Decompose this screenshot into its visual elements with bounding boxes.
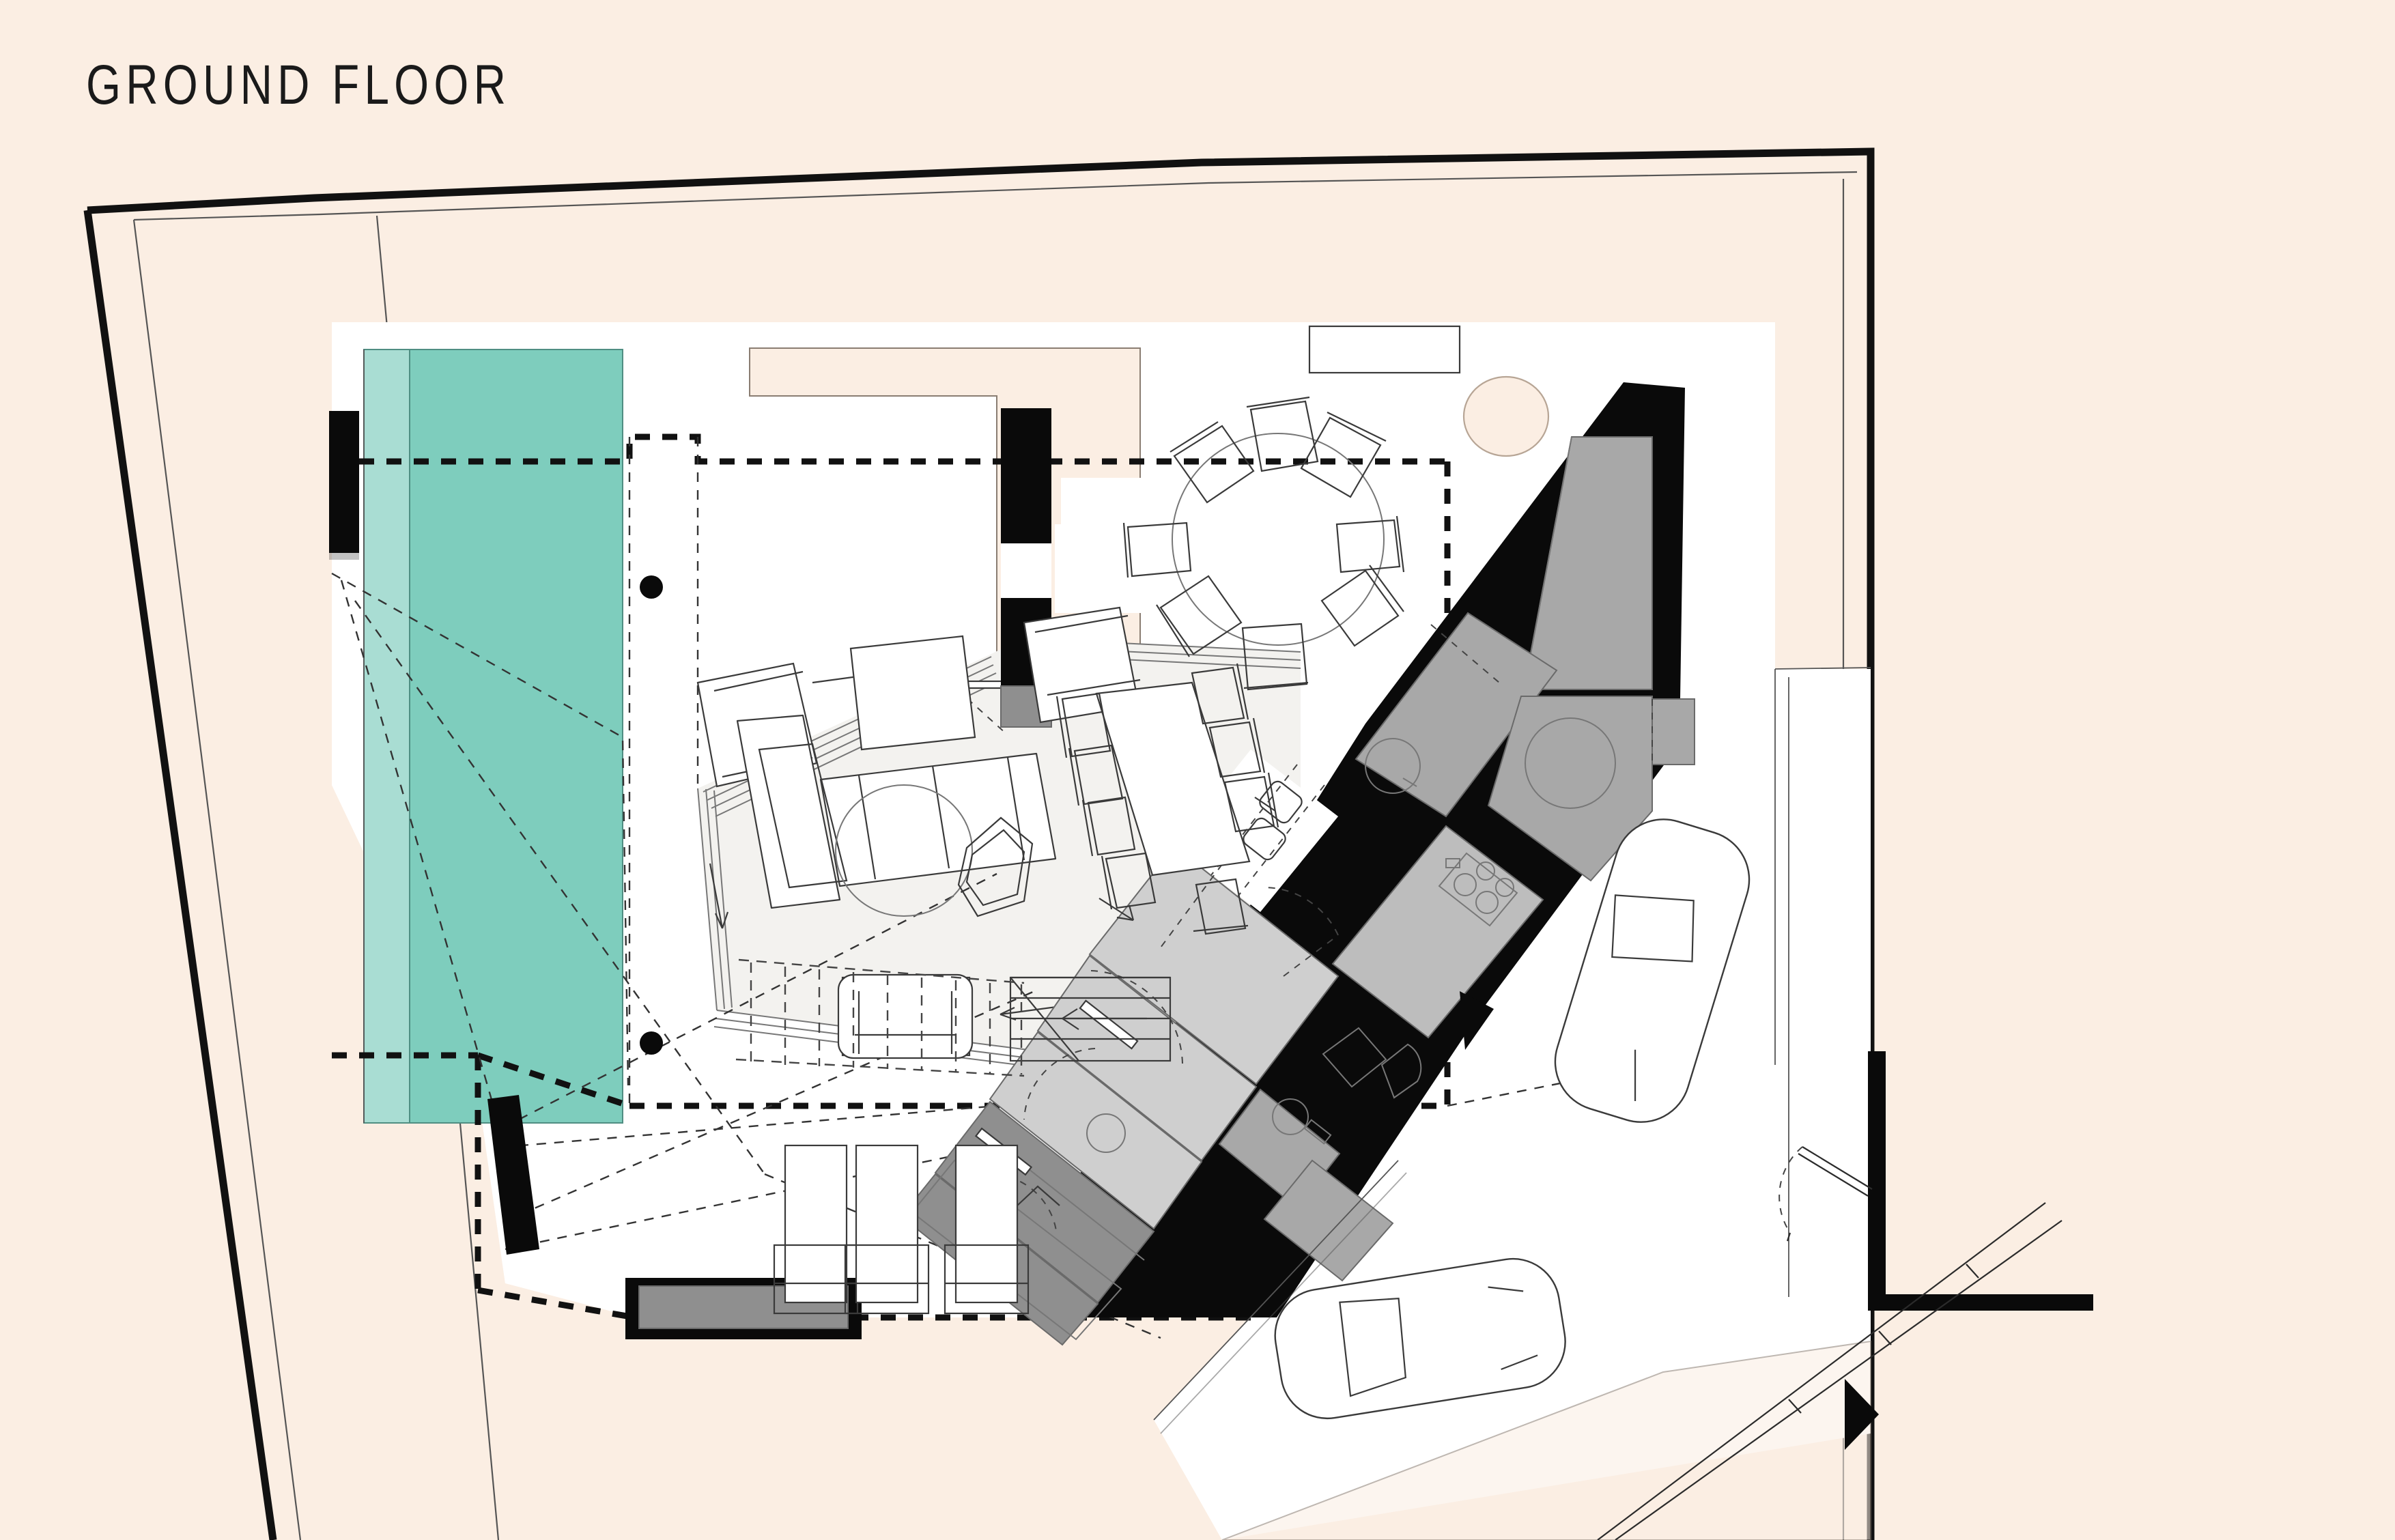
dining-chair-long	[1055, 663, 1279, 935]
stair-treads-terrace	[735, 958, 1025, 1077]
sun-lounger	[844, 1144, 930, 1315]
dining-chair-round	[1320, 565, 1404, 647]
lower-right-boundary	[1153, 669, 1776, 1434]
planter-tree	[1462, 375, 1550, 457]
dining-chair-round	[1241, 623, 1309, 691]
round-dining-set	[1122, 396, 1405, 691]
dining-chair-round	[1246, 396, 1319, 472]
kitchen-cooktop	[1438, 852, 1518, 927]
sofa-courtyard	[837, 973, 974, 1059]
lounge-chair-facet	[957, 816, 1034, 917]
dining-chair-round	[1156, 575, 1243, 657]
car	[1274, 1257, 1566, 1420]
stair-run-main	[1009, 976, 1172, 1062]
car	[1554, 818, 1751, 1123]
long-dining-table	[1095, 681, 1251, 876]
page-title: GROUND FLOOR	[86, 54, 511, 116]
dining-chair-round	[1170, 421, 1255, 504]
wall-niche-upper	[1308, 325, 1461, 374]
driveway-path	[1597, 1202, 2063, 1540]
section-marker	[1460, 991, 1879, 1450]
coffee-table-living	[849, 635, 976, 751]
sun-lounger	[944, 1144, 1030, 1315]
sun-lounger	[773, 1144, 859, 1315]
dining-chair-round	[1300, 412, 1387, 498]
sofa-living	[819, 752, 1057, 887]
daybed-courtyard	[736, 714, 848, 909]
dining-chair-round	[1335, 515, 1405, 573]
dining-chair-round	[1122, 522, 1192, 578]
courtyard-furniture	[736, 663, 1279, 1059]
sun-loungers	[773, 1144, 1030, 1315]
swimming-pool	[363, 349, 623, 1124]
vehicle-gate	[1778, 1146, 1873, 1242]
